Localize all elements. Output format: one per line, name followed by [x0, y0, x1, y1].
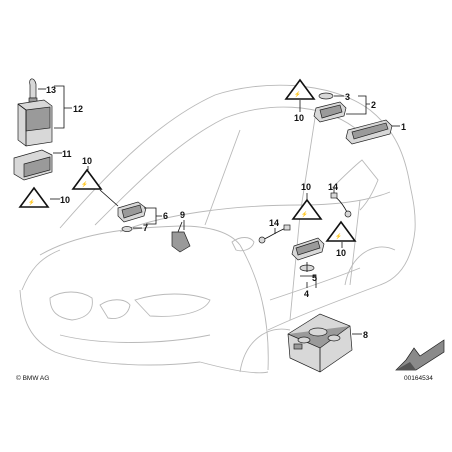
- callout-14-right: 14: [328, 182, 338, 192]
- warning-triangle-icon: ⚡: [291, 198, 323, 220]
- callout-9: 9: [180, 210, 185, 220]
- callout-2: 2: [371, 100, 376, 110]
- callout-3: 3: [345, 92, 350, 102]
- callout-12: 12: [73, 104, 83, 114]
- callout-4: 4: [304, 289, 309, 299]
- callout-6: 6: [163, 211, 168, 221]
- leader-lines: [38, 85, 400, 335]
- callout-8: 8: [363, 330, 368, 340]
- callout-10-top: 10: [294, 113, 304, 123]
- sensor-part: [171, 221, 191, 253]
- callout-1: 1: [401, 122, 406, 132]
- callout-10-mid: 10: [301, 182, 311, 192]
- bulb-part: [28, 78, 38, 103]
- callout-14-left: 14: [269, 218, 279, 228]
- warning-triangle-icon: ⚡: [284, 78, 316, 100]
- first-aid-kit-part: [287, 313, 353, 373]
- door-lamp-part: [291, 237, 325, 272]
- callout-10-left-upper: 10: [82, 156, 92, 166]
- interior-light-housing: [17, 99, 53, 147]
- vehicle-outline: [19, 84, 416, 374]
- control-unit-part: [13, 149, 53, 181]
- callout-7: 7: [143, 223, 148, 233]
- callout-labels: 13 12 11 10 10 6 7 9 3 2 1 10 10 14 14 1…: [46, 85, 406, 340]
- svg-text:⚡: ⚡: [28, 199, 35, 206]
- copyright-text: © BMW AG: [16, 374, 49, 382]
- wiring-harness: [258, 192, 352, 244]
- callout-11: 11: [62, 149, 72, 159]
- callout-5: 5: [312, 273, 317, 283]
- courtesy-lamp-part: [313, 92, 393, 145]
- callout-10-right: 10: [336, 248, 346, 258]
- view-direction-arrow-icon: [395, 339, 445, 371]
- svg-text:⚡: ⚡: [81, 181, 88, 188]
- callout-10-left-lower: 10: [60, 195, 70, 205]
- warning-triangle-icon: ⚡: [325, 220, 357, 242]
- lamp-part: [117, 201, 147, 232]
- diagram-number: 00164534: [404, 375, 433, 382]
- svg-text:⚡: ⚡: [335, 233, 342, 240]
- warning-triangle-icon: ⚡: [71, 168, 103, 190]
- svg-text:⚡: ⚡: [301, 211, 308, 218]
- svg-text:⚡: ⚡: [294, 91, 301, 98]
- callout-13: 13: [46, 85, 56, 95]
- warning-triangle-icon: ⚡: [18, 186, 50, 208]
